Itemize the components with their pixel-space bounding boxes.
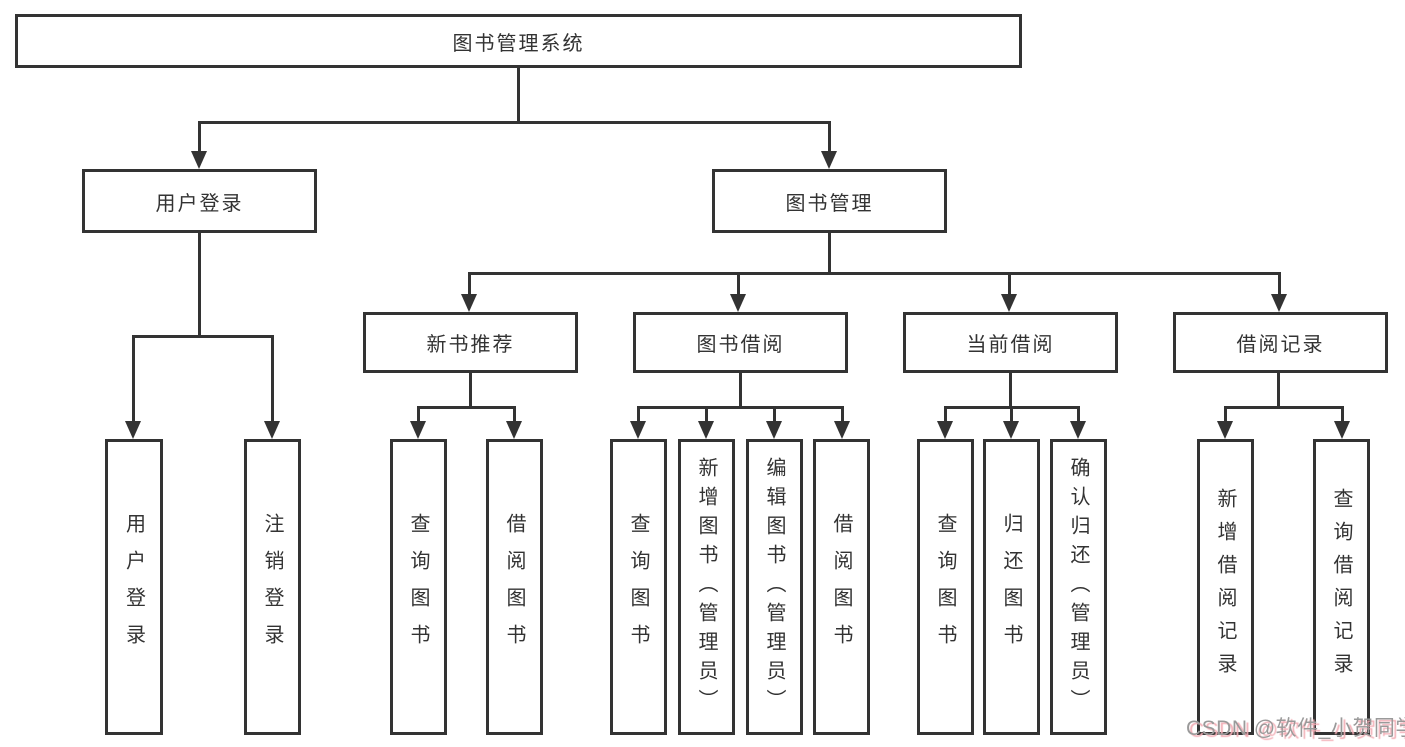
leaf-query-borrow-record: 查询借阅记录 <box>1313 439 1370 735</box>
leaf-return-book: 归还图书 <box>983 439 1040 735</box>
connector-book-borrowing-trunk <box>739 373 742 406</box>
leaf-confirm-return-admin: 确认归还（管理员） <box>1050 439 1107 735</box>
node-user-login: 用户登录 <box>82 169 317 233</box>
connector-current-borrowing-trunk <box>1009 373 1012 406</box>
connector-drop-add-book <box>705 406 708 424</box>
arrowhead-add-record <box>1217 421 1233 439</box>
watermark: CSDN @软件_小贺同学 <box>1186 717 1405 740</box>
connector-drop-leaf-logout <box>271 335 274 424</box>
connector-drop-query-books-3 <box>944 406 947 424</box>
connector-drop-new-book <box>468 272 471 297</box>
connector-user-login-branch <box>132 335 274 338</box>
node-book-management: 图书管理 <box>712 169 947 233</box>
connector-drop-book-borrowing <box>737 272 740 297</box>
arrowhead-new-book <box>461 294 477 312</box>
arrowhead-query-books-2 <box>630 421 646 439</box>
leaf-add-book-admin: 新增图书（管理员） <box>678 439 735 735</box>
connector-drop-borrow-records <box>1278 272 1281 297</box>
leaf-borrow-books-2: 借阅图书 <box>813 439 870 735</box>
leaf-logout: 注销登录 <box>244 439 301 735</box>
connector-user-login-trunk <box>198 233 201 335</box>
connector-drop-add-record <box>1224 406 1227 424</box>
arrowhead-query-books-1 <box>410 421 426 439</box>
connector-level3-branch <box>468 272 1281 275</box>
connector-drop-edit-book <box>773 406 776 424</box>
connector-borrow-records-trunk <box>1277 373 1280 406</box>
arrowhead-book-borrowing <box>730 294 746 312</box>
connector-drop-query-books-2 <box>637 406 640 424</box>
connector-borrow-records-branch <box>1224 406 1344 409</box>
node-new-book-recommend: 新书推荐 <box>363 312 578 373</box>
node-book-borrowing: 图书借阅 <box>633 312 848 373</box>
node-current-borrowing: 当前借阅 <box>903 312 1118 373</box>
arrowhead-add-book <box>698 421 714 439</box>
connector-root-trunk <box>517 68 520 121</box>
arrowhead-query-books-3 <box>937 421 953 439</box>
connector-drop-borrow-books-1 <box>513 406 516 424</box>
arrowhead-leaf-logout <box>264 421 280 439</box>
leaf-user-login: 用户登录 <box>105 439 163 735</box>
arrowhead-current-borrowing <box>1001 294 1017 312</box>
connector-drop-borrow-books-2 <box>841 406 844 424</box>
connector-drop-query-record <box>1341 406 1344 424</box>
connector-drop-book-management <box>828 121 831 153</box>
connector-drop-current-borrowing <box>1008 272 1011 297</box>
arrowhead-user-login <box>191 151 207 169</box>
arrowhead-confirm-return <box>1070 421 1086 439</box>
arrowhead-borrow-books-2 <box>834 421 850 439</box>
connector-book-borrowing-branch <box>637 406 844 409</box>
leaf-query-books-1: 查询图书 <box>390 439 447 735</box>
leaf-edit-book-admin: 编辑图书（管理员） <box>746 439 803 735</box>
arrowhead-leaf-login <box>125 421 141 439</box>
arrowhead-return-book <box>1003 421 1019 439</box>
arrowhead-edit-book <box>766 421 782 439</box>
connector-drop-return-book <box>1010 406 1013 424</box>
node-root: 图书管理系统 <box>15 14 1022 68</box>
arrowhead-query-record <box>1334 421 1350 439</box>
connector-new-book-trunk <box>469 373 472 406</box>
arrowhead-borrow-books-1 <box>506 421 522 439</box>
connector-drop-leaf-login <box>132 335 135 424</box>
leaf-add-borrow-record: 新增借阅记录 <box>1197 439 1254 735</box>
connector-new-book-branch <box>417 406 516 409</box>
connector-drop-query-books-1 <box>417 406 420 424</box>
arrowhead-borrow-records <box>1271 294 1287 312</box>
leaf-query-books-3: 查询图书 <box>917 439 974 735</box>
connector-book-mgmt-trunk <box>828 233 831 272</box>
leaf-borrow-books-1: 借阅图书 <box>486 439 543 735</box>
node-borrow-records: 借阅记录 <box>1173 312 1388 373</box>
connector-level2-branch <box>198 121 830 124</box>
arrowhead-book-management <box>821 151 837 169</box>
connector-drop-confirm-return <box>1077 406 1080 424</box>
leaf-query-books-2: 查询图书 <box>610 439 667 735</box>
connector-drop-user-login <box>198 121 201 153</box>
